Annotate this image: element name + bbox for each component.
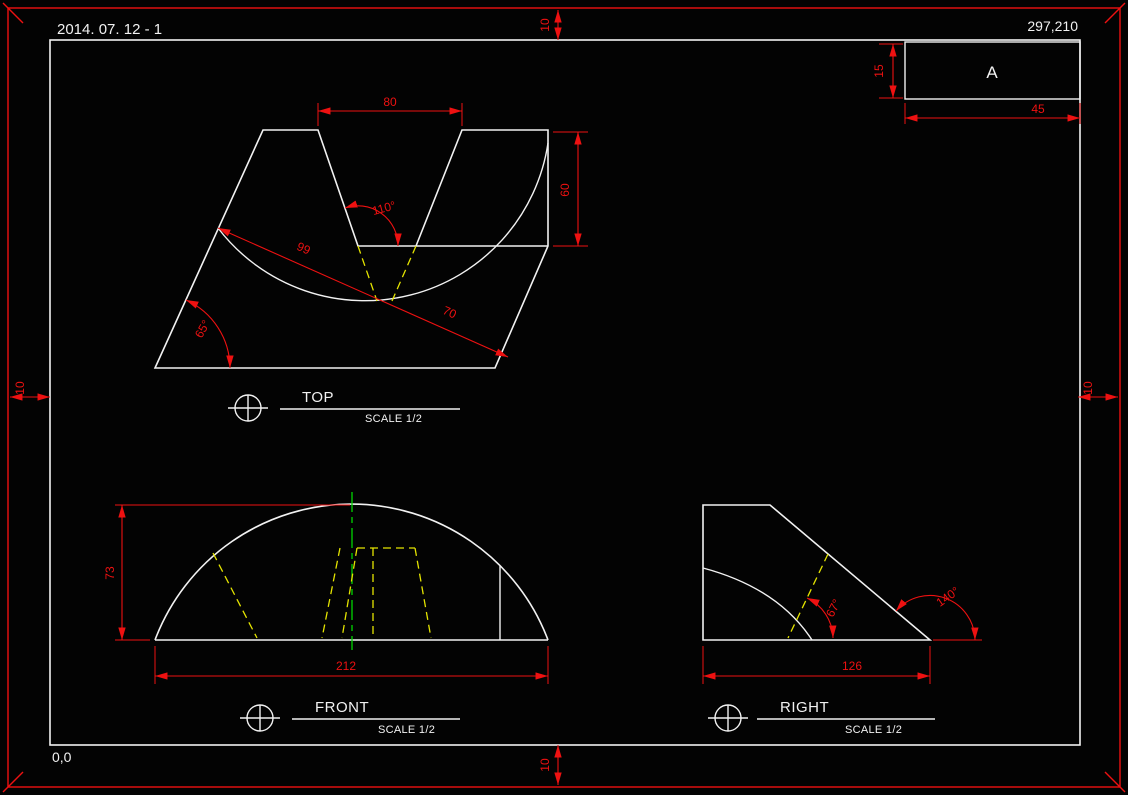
hidden-line xyxy=(341,547,358,639)
right-view-arc xyxy=(702,567,813,641)
hidden-line xyxy=(787,553,829,639)
right-view-scale: SCALE 1/2 xyxy=(845,724,902,736)
corner-trim-mark xyxy=(1104,771,1126,793)
angle-dimension-arc xyxy=(185,299,234,369)
hidden-line xyxy=(357,245,378,302)
top-dim-notch-angle: 110° xyxy=(371,198,398,218)
corner-trim-mark xyxy=(2,771,24,793)
top-dim-radius: 99 xyxy=(295,239,313,257)
front-view: 73 212 FRONT SCALE 1/2 xyxy=(103,492,549,736)
margin-dim-right: 10 xyxy=(1078,381,1118,401)
sheet-date: 2014. 07. 12 - 1 xyxy=(57,21,162,38)
corner-trim-mark xyxy=(1104,2,1126,24)
title-block-height-dim: 15 xyxy=(872,64,886,78)
right-view-outline xyxy=(702,504,933,641)
margin-dim-left-label: 10 xyxy=(13,381,27,395)
right-view-label: RIGHT xyxy=(780,699,829,716)
angle-dimension-arc xyxy=(895,594,979,641)
hidden-line xyxy=(414,547,432,639)
right-view: 67° 140° 126 RIGHT SCALE 1/2 xyxy=(702,504,982,736)
top-view-arc xyxy=(217,142,549,302)
right-dim-arc-angle: 67° xyxy=(823,597,844,620)
margin-dim-bottom-label: 10 xyxy=(538,758,552,772)
right-dim-slope-angle: 140° xyxy=(934,584,963,610)
view-symbol xyxy=(240,704,280,732)
top-view-label: TOP xyxy=(302,389,334,406)
margin-dim-top-label: 10 xyxy=(538,18,552,32)
dimension-line xyxy=(217,227,509,358)
top-dim-diag: 70 xyxy=(441,303,459,321)
drawing-border xyxy=(49,39,1081,746)
view-symbol xyxy=(228,394,268,422)
title-block: A 15 45 xyxy=(872,41,1081,124)
top-dim-corner-angle: 65° xyxy=(192,317,213,340)
angle-dimension-arc xyxy=(344,200,402,247)
right-dim-width: 126 xyxy=(842,659,862,673)
sheet-size-label: 297,210 xyxy=(1027,18,1078,34)
top-dim-width: 80 xyxy=(383,95,397,109)
top-view-scale: SCALE 1/2 xyxy=(365,413,422,425)
view-symbol xyxy=(708,704,748,732)
sheet-frame xyxy=(7,7,1121,788)
hidden-line xyxy=(321,547,341,639)
margin-dim-left: 10 xyxy=(10,381,50,401)
top-dim-depth: 60 xyxy=(558,183,572,197)
title-block-box xyxy=(904,41,1081,100)
margin-dim-right-label: 10 xyxy=(1081,381,1095,395)
zone-label: A xyxy=(986,63,998,82)
margin-dim-bottom: 10 xyxy=(538,745,562,785)
angle-dimension-arc xyxy=(806,597,837,639)
front-view-scale: SCALE 1/2 xyxy=(378,724,435,736)
hidden-line xyxy=(391,245,417,302)
top-view-outline xyxy=(153,129,549,369)
corner-trim-mark xyxy=(2,2,24,24)
margin-dim-top: 10 xyxy=(538,10,562,40)
front-dim-height: 73 xyxy=(103,566,117,580)
title-block-width-dim: 45 xyxy=(1031,102,1045,116)
hidden-line xyxy=(212,552,258,639)
front-dim-width: 212 xyxy=(336,659,356,673)
origin-label: 0,0 xyxy=(52,749,72,765)
front-view-label: FRONT xyxy=(315,699,369,716)
top-view: 80 60 99 70 110° 65° TOP SCALE 1/2 xyxy=(153,95,588,425)
